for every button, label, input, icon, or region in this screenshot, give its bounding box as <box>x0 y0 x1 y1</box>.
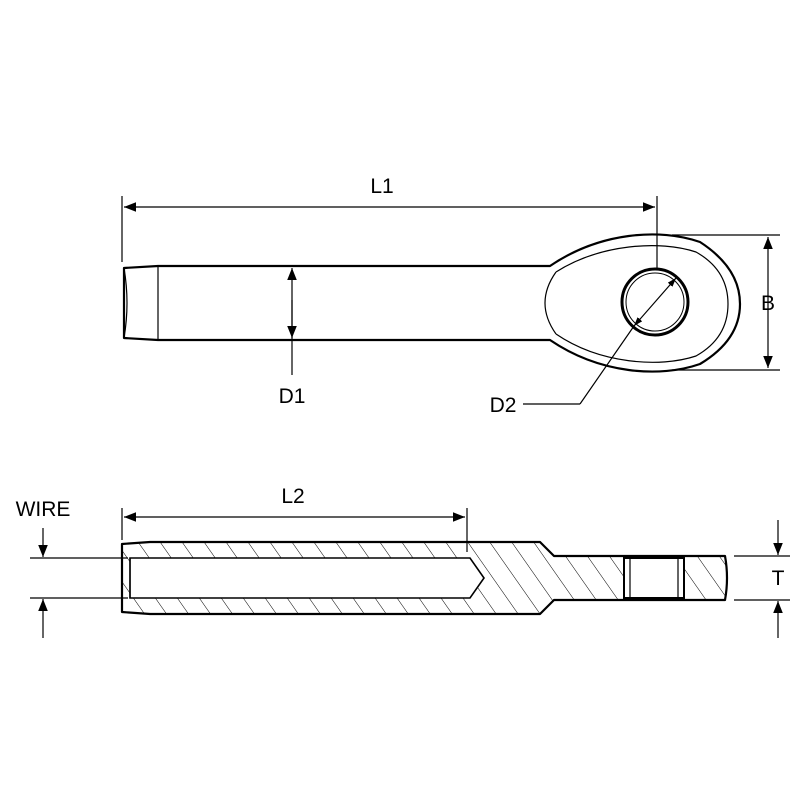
top-shank-outline <box>122 233 742 373</box>
top-nose-chamfer <box>123 267 128 339</box>
dimension-d2: D2 <box>490 277 677 417</box>
label-t: T <box>772 567 785 590</box>
top-view <box>122 233 742 373</box>
dimension-b: B <box>672 234 780 371</box>
top-eye-transition <box>544 271 557 335</box>
label-l1: L1 <box>370 175 393 198</box>
wire-bore <box>129 557 485 599</box>
label-d2: D2 <box>490 394 517 417</box>
side-hole <box>623 557 685 599</box>
label-wire: WIRE <box>16 498 71 521</box>
dimension-d1: D1 <box>279 268 306 408</box>
dimension-l1: L1 <box>121 175 658 270</box>
label-b: B <box>761 292 775 315</box>
dimension-l2: L2 <box>121 485 468 552</box>
label-l2: L2 <box>281 485 304 508</box>
dimension-t: T <box>734 520 790 638</box>
eye-hole <box>620 267 690 337</box>
dimension-wire: WIRE <box>16 498 128 638</box>
side-outline <box>120 540 729 616</box>
top-eye-inner <box>555 245 729 363</box>
label-d1: D1 <box>279 385 306 408</box>
eye-hole-inner <box>625 272 685 332</box>
side-view <box>120 540 729 616</box>
